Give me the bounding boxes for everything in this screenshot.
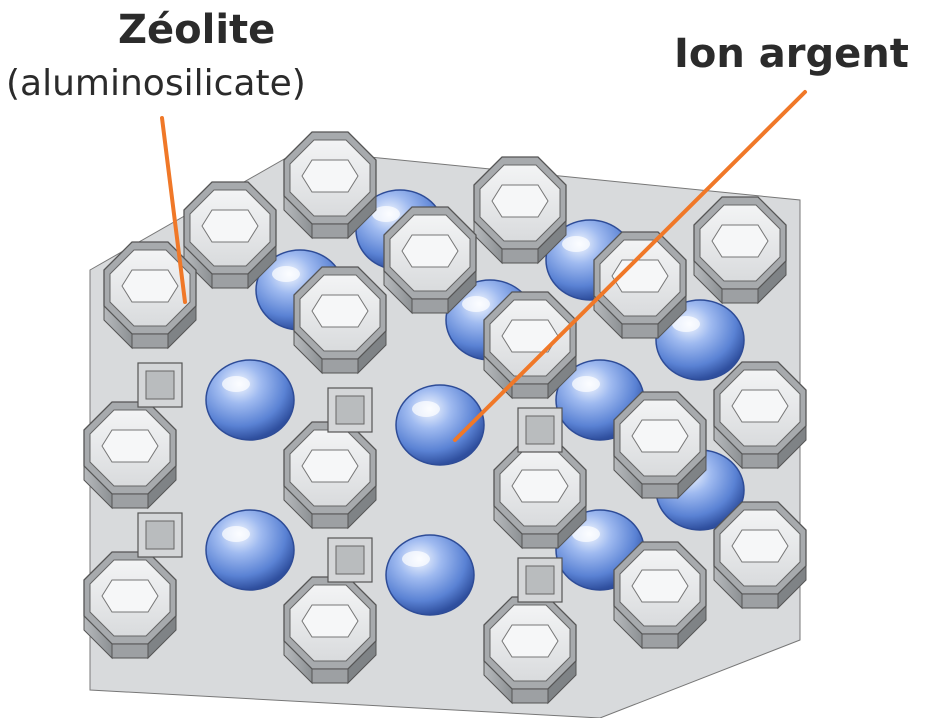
zeolite-label: Zéolite <box>118 7 276 53</box>
ion-leader-line <box>453 90 807 442</box>
zeolite-cage-layer-front <box>83 241 587 704</box>
silver-ion <box>385 534 475 616</box>
silver-ion <box>205 509 295 591</box>
zeolite-leader-line <box>160 116 187 304</box>
silver-ion-label: Ion argent <box>674 31 909 77</box>
silver-ion <box>205 359 295 441</box>
zeolite-sublabel: (aluminosilicate) <box>6 63 306 104</box>
